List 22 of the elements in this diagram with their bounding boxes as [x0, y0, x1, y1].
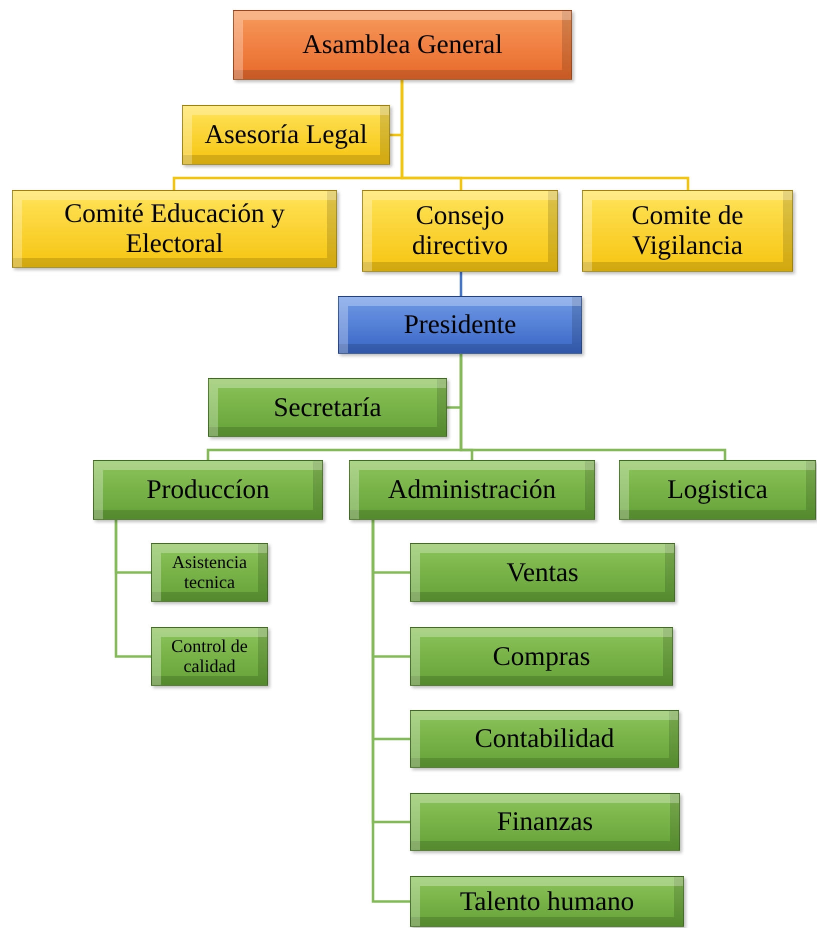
- top-box: Asamblea General: [233, 10, 572, 80]
- org-box: Compras: [410, 627, 673, 686]
- org-box: Contabilidad: [410, 710, 679, 768]
- org-box: Administración: [349, 460, 595, 520]
- org-box: Asesoría Legal: [182, 105, 390, 165]
- org-box: Control de calidad: [151, 627, 268, 686]
- org-box: Asistencia tecnica: [151, 543, 268, 602]
- connector-line: [460, 354, 726, 460]
- org-box: Consejo directivo: [362, 190, 558, 272]
- connector-line: [400, 80, 690, 190]
- org-box: Finanzas: [410, 793, 680, 851]
- org-box: Ventas: [410, 543, 675, 602]
- org-box: Produccíon: [93, 460, 323, 520]
- org-box: Comité Educación y Electoral: [12, 190, 337, 268]
- org-box: Talento humano: [410, 876, 684, 927]
- org-box: Comite de Vigilancia: [582, 190, 793, 272]
- org-box: Secretaría: [208, 378, 447, 437]
- connector-line: [372, 520, 410, 903]
- org-box: Logistica: [619, 460, 816, 520]
- connector-line: [114, 520, 151, 658]
- org-box: Presidente: [338, 296, 582, 354]
- connector-line: [460, 272, 462, 296]
